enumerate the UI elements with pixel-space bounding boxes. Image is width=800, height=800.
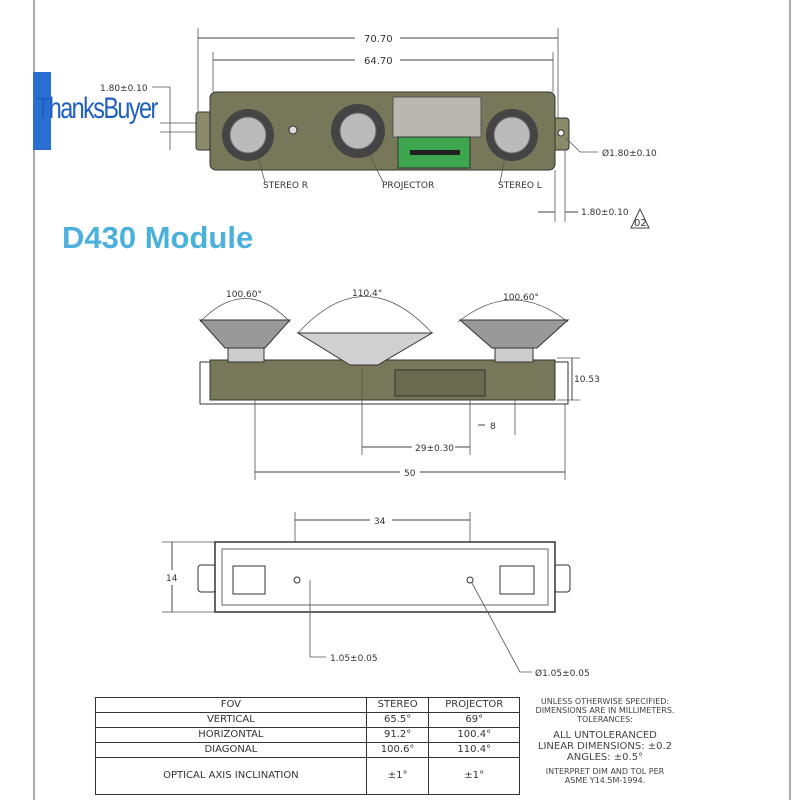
dim-50: 50 [404,469,416,479]
mount-tab-left-bottom [197,564,217,593]
table-cell: 100.4° [428,727,520,743]
datum-label: 02 [634,218,647,229]
table-cell: 100.6° [365,742,430,758]
dim-tab-right: 1.80±0.10 [581,208,629,218]
module-body-side [209,359,556,401]
dim-hole-right: Ø1.05±0.05 [535,668,590,679]
angle-projector: 110.4° [352,289,382,299]
label-stereo-r: STEREO R [263,181,308,191]
table-row: OPTICAL AXIS INCLINATION ±1° ±1° [95,757,520,795]
angle-stereo-right: 100.60° [503,293,539,303]
table-row: VERTICAL 65.5° 69° [95,712,520,728]
logo-mark [33,72,51,150]
header-cell: PROJECTOR [428,697,520,713]
window-right [499,565,535,595]
fov-table: FOV STEREO PROJECTOR VERTICAL 65.5° 69° … [95,697,520,795]
note-line: INTERPRET DIM AND TOL PER [545,767,665,776]
dim-hole-left: 1.05±0.05 [330,654,378,664]
table-cell: ±1° [365,757,430,795]
note-line: TOLERANCES: [577,715,633,724]
table-cell: VERTICAL [95,712,367,728]
dim-inner-length: 64.70 [364,56,393,67]
lens-projector [331,104,385,158]
cone-projector [296,332,434,366]
drawing-notes: UNLESS OTHERWISE SPECIFIED: DIMENSIONS A… [515,697,695,785]
table-header-row: FOV STEREO PROJECTOR [95,697,520,713]
lens-stereo-l [486,109,538,161]
cone-stereo-right [458,319,570,349]
table-row: HORIZONTAL 91.2° 100.4° [95,727,520,743]
label-sticker [392,96,482,138]
mount-tab-right-bottom [553,564,571,593]
dim-34: 34 [374,517,386,527]
note-line: ALL UNTOLERANCED [553,730,657,741]
dim-hole-diameter: Ø1.80±0.10 [602,148,657,159]
table-cell: OPTICAL AXIS INCLINATION [95,757,367,795]
header-cell: STEREO [365,697,430,713]
datum-triangle [630,207,650,229]
table-cell: 65.5° [365,712,430,728]
note-line: LINEAR DIMENSIONS: ±0.2 [537,741,673,752]
label-stereo-l: STEREO L [498,181,542,191]
label-projector: PROJECTOR [382,181,434,191]
dim-overall-length: 70.70 [364,34,393,45]
dim-14: 14 [166,574,178,584]
table-cell: ±1° [428,757,520,795]
header-cell: FOV [95,697,367,713]
table-cell: 110.4° [428,742,520,758]
page-title: D430 Module [62,220,254,255]
table-cell: 69° [428,712,520,728]
window-left [232,565,266,595]
dim-8: 8 [490,422,496,432]
dim-height: 10.53 [574,375,600,385]
note-line: ASME Y14.5M-1994. [564,776,646,785]
side-view: 100.60° 110.4° 100.60° 10.53 8 29±0.30 5… [198,289,600,480]
module-body-bottom [214,541,556,613]
top-view: 70.70 64.70 1.80±0.10 Ø1.80±0.10 1.80±0.… [100,28,657,229]
dim-29: 29±0.30 [415,444,454,454]
note-line: ANGLES: ±0.5° [566,752,644,763]
angle-stereo-left: 100.60° [226,290,262,300]
table-cell: HORIZONTAL [95,727,367,743]
note-line: UNLESS OTHERWISE SPECIFIED: [540,697,670,706]
dim-tab-left: 1.80±0.10 [100,84,148,94]
cone-stereo-left [198,319,292,349]
table-cell: DIAGONAL [95,742,367,758]
bottom-view: 34 14 1.05±0.05 Ø1.05±0.05 [162,512,590,679]
table-cell: 91.2° [365,727,430,743]
table-row: DIAGONAL 100.6° 110.4° [95,742,520,758]
lens-stereo-r [222,109,274,161]
brand-logo: ThanksBuyer [36,92,158,125]
note-line: DIMENSIONS ARE IN MILLIMETERS. [535,706,675,715]
